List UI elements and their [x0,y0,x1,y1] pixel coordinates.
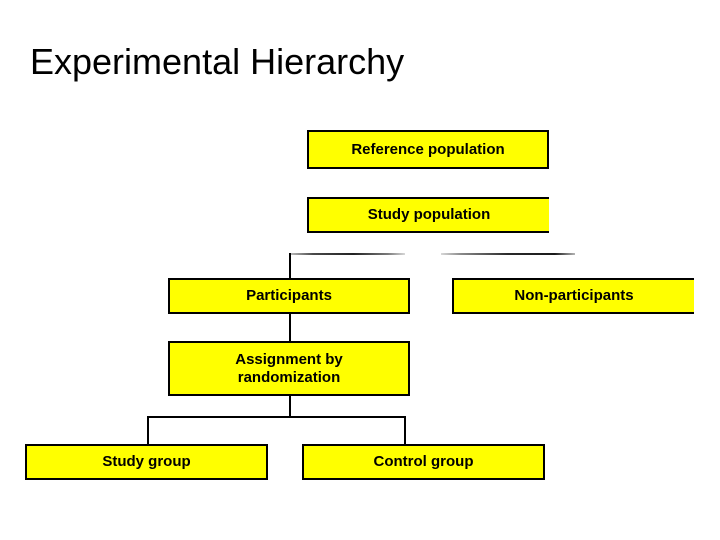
node-study-population[interactable]: Study population [307,197,549,233]
edge-assignment-split-horizontal [147,416,406,418]
edge-study-population-to-participants-horizontal [290,253,405,255]
node-control-group-label: Control group [373,453,474,471]
edge-assignment-stem [289,396,291,418]
node-reference-population[interactable]: Reference population [307,130,549,169]
edge-study-population-to-participants-vertical [289,253,291,279]
node-assignment-by-randomization-label: Assignment by randomization [170,351,408,386]
node-non-participants-label: Non-participants [514,287,634,305]
page-title: Experimental Hierarchy [30,41,405,82]
node-reference-population-label: Reference population [351,140,505,158]
node-participants[interactable]: Participants [168,278,410,314]
node-assignment-line-1: Assignment by [235,351,343,369]
node-non-participants[interactable]: Non-participants [452,278,694,314]
node-assignment-by-randomization[interactable]: Assignment by randomization [168,341,410,396]
edge-assignment-to-study-group [147,416,149,445]
node-study-population-label: Study population [367,206,491,224]
node-control-group[interactable]: Control group [302,444,545,480]
edge-assignment-to-control-group [404,416,406,445]
node-study-group[interactable]: Study group [25,444,268,480]
node-study-group-label: Study group [102,453,191,471]
node-participants-label: Participants [246,287,332,305]
edge-participants-to-assignment [289,313,291,342]
edge-study-population-to-non-participants-horizontal [441,253,575,255]
node-assignment-line-2: randomization [237,368,341,386]
